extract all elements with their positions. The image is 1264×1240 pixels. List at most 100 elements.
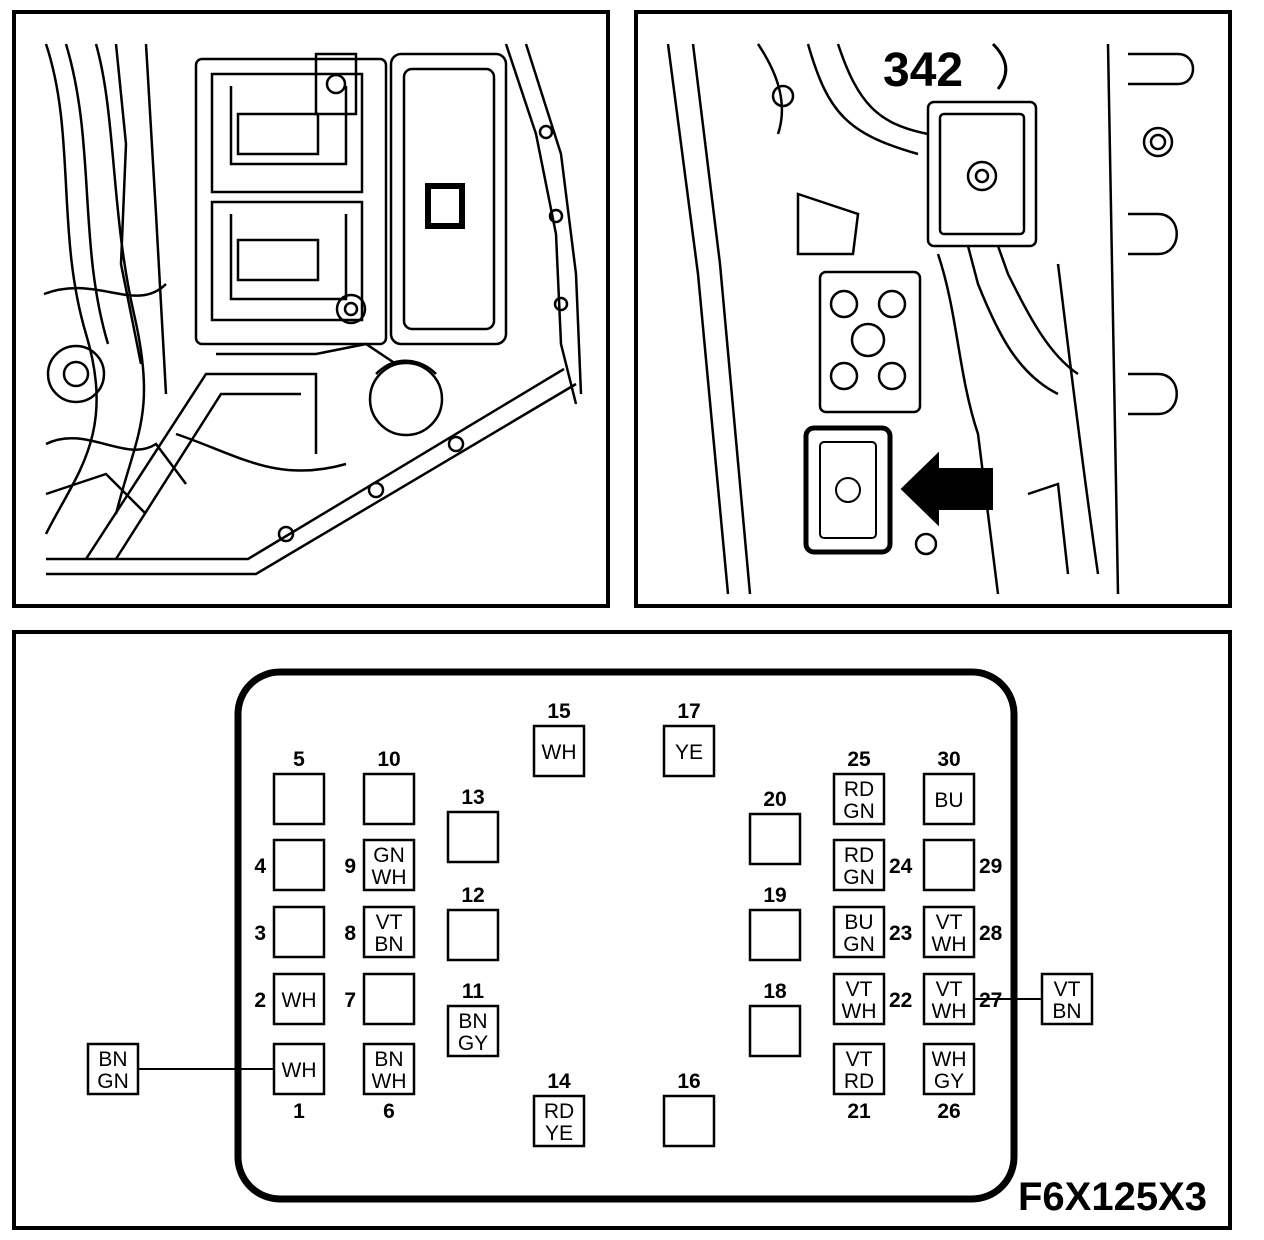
pin-16: 16: [662, 1070, 716, 1148]
external-wire-27-color-line-1: VT: [1054, 978, 1081, 1001]
pin-27-wire-color-line-1: VT: [936, 978, 963, 1001]
pin-28-box: [922, 905, 976, 959]
pin-11-box: [446, 1004, 500, 1058]
pin-27-box: [922, 972, 976, 1026]
pin-3-number: 3: [254, 922, 266, 945]
pin-14-wire-color-line-1: RD: [544, 1100, 574, 1123]
pin-15-wire-color: WH: [542, 741, 577, 764]
pin-8-wire-color-line-1: VT: [376, 911, 403, 934]
pin-2: WH2: [254, 972, 326, 1026]
connector-face-outline: [234, 668, 1018, 1203]
pin-3-box: [272, 905, 326, 959]
pin-25-box: [832, 772, 886, 826]
pin-4-number: 4: [254, 855, 266, 878]
pin-27-wire-color-line-2: WH: [932, 1000, 967, 1023]
connector-pinout-diagram: WH1WH2345BNWH67VTBN8GNWH910BNGY111213RDY…: [86, 668, 1207, 1219]
pin-20-box: [748, 812, 802, 866]
pin-10-box: [362, 772, 416, 826]
engine-compartment-drawing: [43, 43, 583, 576]
pin-9-wire-color-line-2: WH: [372, 866, 407, 889]
pin-12: 12: [446, 884, 500, 962]
engine-compartment-view: [12, 10, 610, 608]
pin-2-wire-color: WH: [282, 989, 317, 1012]
pin-19: 19: [748, 884, 802, 962]
pin-23-wire-color-line-1: BU: [844, 911, 873, 934]
pin-1: WH1: [272, 1042, 326, 1123]
pin-19-number: 19: [763, 884, 786, 907]
pin-28-wire-color-line-2: WH: [932, 933, 967, 956]
pin-24-wire-color-line-1: RD: [844, 844, 874, 867]
pin-29: 29: [922, 838, 1002, 892]
pin-24-box: [832, 838, 886, 892]
pin-8-box: [362, 905, 416, 959]
pin-5-box: [272, 772, 326, 826]
pin-23-wire-color-line-2: GN: [843, 933, 875, 956]
external-wire-1-color-line-2: GN: [97, 1070, 129, 1093]
pin-9-wire-color-line-1: GN: [373, 844, 405, 867]
pin-12-box: [446, 908, 500, 962]
pin-17-wire-color: YE: [675, 741, 703, 764]
pin-27-number: 27: [979, 989, 1002, 1012]
pin-22-box: [832, 972, 886, 1026]
pin-20: 20: [748, 788, 802, 866]
figure-id: F6X125X3: [1018, 1175, 1207, 1219]
pin-10-number: 10: [377, 748, 400, 771]
pin-26-wire-color-line-1: WH: [932, 1048, 967, 1071]
pin-9-number: 9: [344, 855, 356, 878]
pin-17-box: [662, 724, 716, 778]
connector-location-view: 342: [634, 10, 1232, 608]
pin-30-wire-color: BU: [934, 789, 963, 812]
pin-12-number: 12: [461, 884, 484, 907]
callout-leader: [991, 42, 1008, 90]
pin-21-box: [832, 1042, 886, 1096]
pin-24-wire-color-line-2: GN: [843, 866, 875, 889]
pin-18-box: [748, 1004, 802, 1058]
pin-14-box: [532, 1094, 586, 1148]
pin-7: 7: [344, 972, 416, 1026]
pin-14-number: 14: [547, 1070, 571, 1093]
pin-24-number: 24: [889, 855, 913, 878]
pin-30: BU 30: [922, 748, 976, 826]
pin-23-number: 23: [889, 922, 912, 945]
pin-21-number: 21: [847, 1100, 871, 1123]
external-wire-27-color-line-2: BN: [1052, 1000, 1081, 1023]
pin-16-number: 16: [677, 1070, 700, 1093]
pin-21-wire-color-line-1: VT: [846, 1048, 873, 1071]
pin-4: 4: [254, 838, 326, 892]
pin-6-wire-color-line-1: BN: [374, 1048, 403, 1071]
pin-6-box: [362, 1042, 416, 1096]
pin-5-number: 5: [293, 748, 305, 771]
pin-11-wire-color-line-1: BN: [458, 1010, 487, 1033]
external-wire-27-box: [1040, 972, 1094, 1026]
pin-7-number: 7: [344, 989, 356, 1012]
pin-1-wire-color: WH: [282, 1059, 317, 1082]
pin-28-wire-color-line-1: VT: [936, 911, 963, 934]
pin-16-box: [662, 1094, 716, 1148]
connector-location-drawing: 342: [666, 42, 1195, 595]
pin-29-number: 29: [979, 855, 1002, 878]
pin-11-number: 11: [462, 980, 485, 1003]
pin-30-number: 30: [937, 748, 960, 771]
pin-6-wire-color-line-2: WH: [372, 1070, 407, 1093]
pin-17-number: 17: [677, 700, 700, 723]
external-wire-1-box: [86, 1042, 140, 1096]
pin-25-wire-color-line-2: GN: [843, 800, 875, 823]
pin-26-wire-color-line-2: GY: [934, 1070, 964, 1093]
pin-26-box: [922, 1042, 976, 1096]
pin-17: YE 17: [662, 700, 716, 778]
pin-21-wire-color-line-2: RD: [844, 1070, 874, 1093]
pin-18-number: 18: [763, 980, 787, 1003]
pin-30-box: [922, 772, 976, 826]
